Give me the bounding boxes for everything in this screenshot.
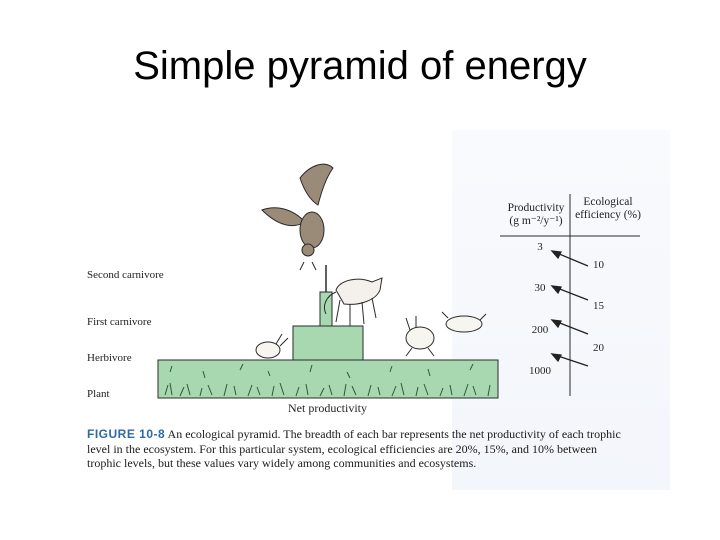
label-first-carnivore: First carnivore (87, 316, 152, 328)
bar-plant (157, 359, 499, 399)
bar-first-carnivore (319, 291, 333, 327)
efficiency-plant-to-herbivore: 20 (593, 342, 604, 354)
label-second-carnivore: Second carnivore (87, 269, 164, 281)
efficiency-carnivore-to-carnivore: 10 (593, 259, 604, 271)
productivity-herbivore: 200 (531, 324, 549, 336)
scanned-page-background (452, 130, 670, 490)
fox-illustration (323, 277, 383, 326)
hawk-illustration (261, 163, 334, 271)
efficiency-arrows (550, 250, 589, 367)
productivity-header: Productivity (g m⁻²/y⁻¹) (507, 202, 565, 227)
slide-title: Simple pyramid of energy (133, 44, 587, 88)
rabbit-illustrations (255, 311, 487, 359)
efficiency-header: Ecological efficiency (%) (575, 196, 641, 221)
productivity-second-carnivore: 3 (537, 241, 543, 253)
label-plant: Plant (87, 388, 110, 400)
productivity-plant: 1000 (529, 365, 551, 377)
label-herbivore: Herbivore (87, 352, 132, 364)
bar-herbivore (292, 325, 364, 361)
figure-caption: FIGURE 10-8 An ecological pyramid. The b… (87, 427, 627, 471)
caption-figure-number: FIGURE 10-8 (87, 427, 166, 441)
net-productivity-label: Net productivity (288, 401, 367, 415)
caption-text: An ecological pyramid. The breadth of ea… (87, 427, 621, 470)
grass-texture (164, 363, 491, 397)
productivity-first-carnivore: 30 (534, 282, 546, 294)
efficiency-herbivore-to-carnivore: 15 (593, 300, 604, 312)
